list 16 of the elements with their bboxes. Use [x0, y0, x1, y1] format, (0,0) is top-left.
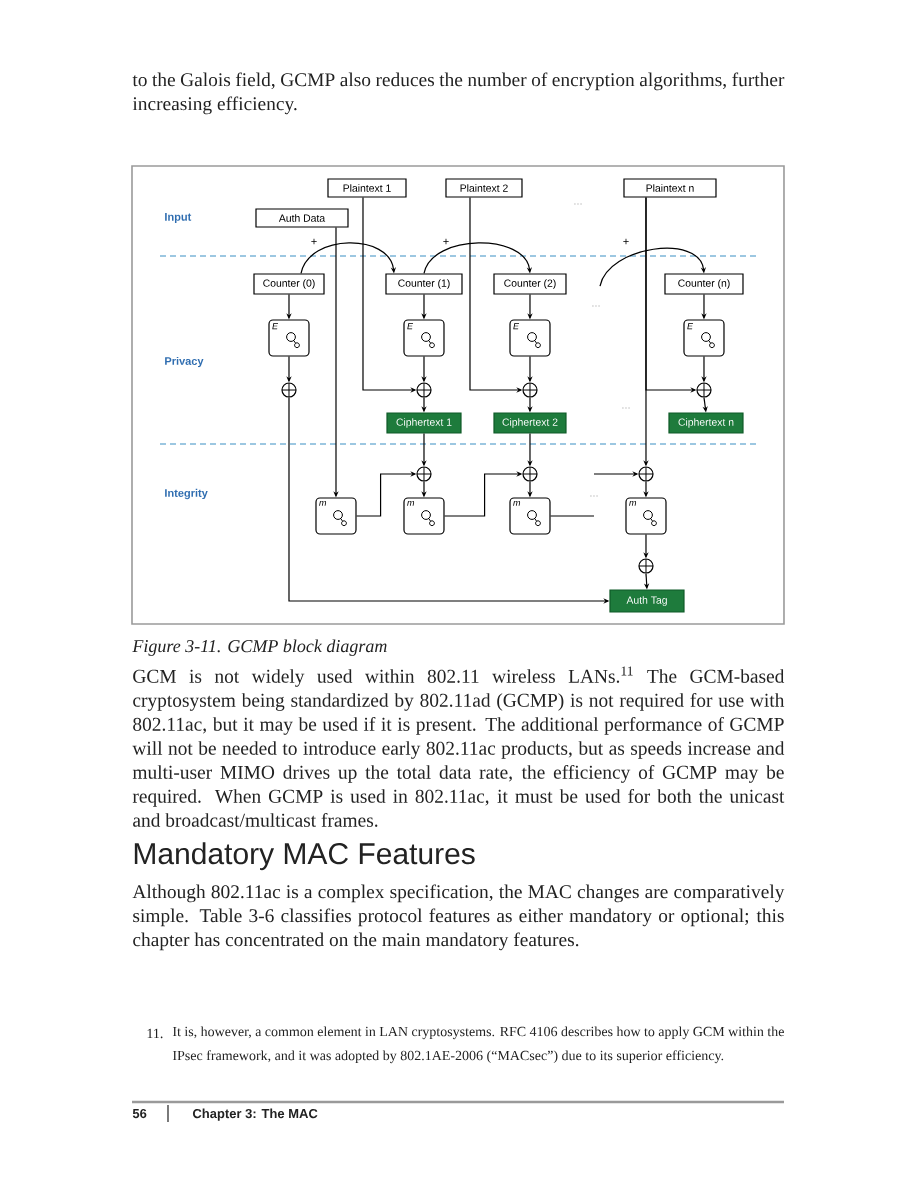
- arrow: [300, 242, 397, 274]
- body-paragraph: GCM is not widely used within 802.11 wireless LANs.$^{11}$ The GCM-based cryptosystem being standardized by 802.11ad (GCMP) is not required for use with 802.11ac, but it may be used if it is present. The additional performance of GCMP will not be needed to introduce early 802.11ac products, but as speeds increase and multi-user MIMO drives up the total data rate, the efficiency of GCMP may be required. When GCMP is used in 802.11ac, it must be used for both the unicast and broadcast/multicast frames.: [132, 666, 785, 827]
- arrow: [423, 242, 533, 274]
- xor-symbol: [416, 382, 432, 398]
- xor-symbol: [638, 466, 654, 482]
- xor-symbol: [522, 466, 538, 482]
- xor-symbol: [522, 382, 538, 398]
- body-paragraph: to the Galois field, GCMP also reduces the number of encryption algorithms, further increasing efficiency.: [132, 72, 785, 115]
- xor-symbol: [416, 466, 432, 482]
- section-heading: Mandatory MAC Features: [134, 842, 475, 871]
- arrow: [599, 247, 707, 287]
- xor-symbol: [281, 382, 297, 398]
- xor-symbol: [638, 558, 654, 574]
- xor-symbol: [696, 382, 712, 398]
- figure-caption: Figure 3-11. GCMP block diagram: [132, 639, 387, 656]
- body-paragraph: Although 802.11ac is a complex specification, the MAC changes are comparatively simple. Table 3-6 classifies protocol features as either mandatory or optional; this chapter has concentrated on the main mandatory features.: [132, 884, 785, 951]
